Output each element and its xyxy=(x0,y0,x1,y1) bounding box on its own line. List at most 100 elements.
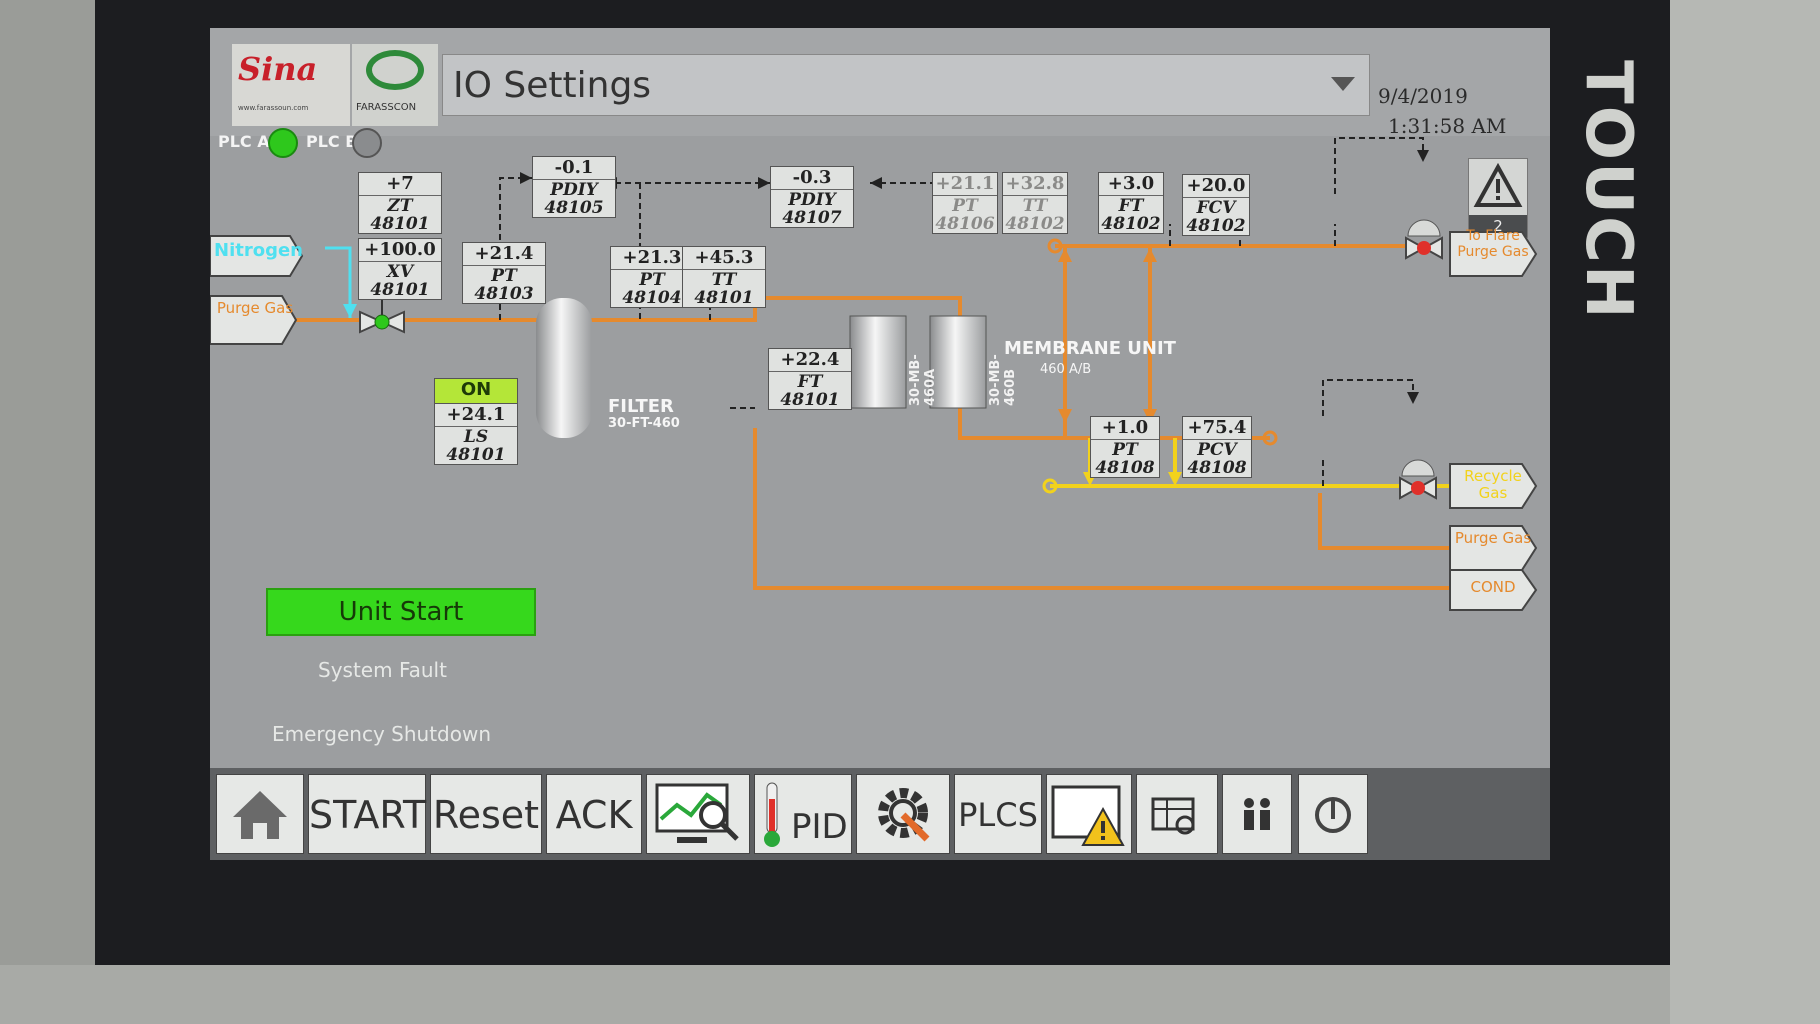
date-display: 9/4/2019 xyxy=(1378,84,1468,108)
to-flare-stream: To Flare Purge Gas xyxy=(1457,228,1529,260)
ls-state-badge: ON xyxy=(435,379,517,404)
tag-value: +21.4 xyxy=(463,243,545,266)
tag-number: 48108 xyxy=(1187,458,1247,478)
power-icon xyxy=(1315,797,1351,833)
tag-name: TT xyxy=(711,270,737,290)
start-button-label: START xyxy=(309,793,427,837)
ack-button[interactable]: ACK xyxy=(546,774,642,854)
tag-ft48101[interactable]: +22.4 FT 48101 xyxy=(768,348,852,410)
recycle-gas-stream: Recycle Gas xyxy=(1464,467,1522,502)
tag-number: 48108 xyxy=(1095,458,1155,478)
start-button[interactable]: START xyxy=(308,774,426,854)
tag-number: 48101 xyxy=(780,390,840,410)
trend-icon xyxy=(655,783,739,843)
alarm-button[interactable]: 2 xyxy=(1468,158,1528,238)
tag-value: +1.0 xyxy=(1091,417,1159,440)
tag-value: +3.0 xyxy=(1099,173,1163,196)
membrane-unit-sub: 460 A/B xyxy=(1040,362,1092,377)
tag-number: 48103 xyxy=(474,284,534,304)
io-table-icon xyxy=(1151,797,1195,835)
tag-number: 48104 xyxy=(622,288,682,308)
emergency-shutdown-status: Emergency Shutdown xyxy=(272,722,492,746)
users-icon xyxy=(1244,798,1270,830)
tag-fcv48102[interactable]: +20.0 FCV 48102 xyxy=(1182,174,1250,236)
purge-gas-in-stream: Purge Gas xyxy=(216,299,294,317)
users-button[interactable] xyxy=(1222,774,1292,854)
farasscon-logo-icon xyxy=(366,50,424,90)
power-button[interactable] xyxy=(1298,774,1368,854)
dropdown-arrow-icon[interactable] xyxy=(1331,77,1355,91)
tag-value: +7 xyxy=(359,173,441,196)
process-diagram xyxy=(210,137,1538,611)
tag-name: PT xyxy=(639,270,665,290)
screen-selector[interactable]: IO Settings xyxy=(442,54,1370,116)
tag-xv48101[interactable]: +100.0 XV 48101 xyxy=(358,238,442,300)
frame-left xyxy=(0,0,95,1024)
tag-number: 48101 xyxy=(370,280,430,300)
plc-b-led xyxy=(352,128,382,158)
io-table-button[interactable] xyxy=(1136,774,1218,854)
farasscon-logo-text: FARASSCON xyxy=(356,102,417,113)
tag-zt48101[interactable]: +7 ZT 48101 xyxy=(358,172,442,234)
time-display: 1:31:58 AM xyxy=(1388,114,1507,138)
tag-pcv48108[interactable]: +75.4 PCV 48108 xyxy=(1182,416,1252,478)
tag-name: PT xyxy=(952,196,978,216)
pid-button-label: PID xyxy=(791,807,848,847)
alarm-window-button[interactable] xyxy=(1046,774,1132,854)
tag-name: FT xyxy=(797,372,823,392)
tag-tt48101[interactable]: +45.3 TT 48101 xyxy=(682,246,766,308)
tag-value: +32.8 xyxy=(1003,173,1067,196)
tag-pt48103[interactable]: +21.4 PT 48103 xyxy=(462,242,546,304)
trend-button[interactable] xyxy=(646,774,750,854)
tag-value: +22.4 xyxy=(769,349,851,372)
nitrogen-stream: Nitrogen xyxy=(214,240,303,261)
tag-value: -0.1 xyxy=(533,157,615,180)
vessel-a-label: 30-MB-460A xyxy=(908,354,938,406)
tag-pt48104[interactable]: +21.3 PT 48104 xyxy=(610,246,694,308)
frame-right xyxy=(1670,0,1820,1024)
thermometer-icon xyxy=(764,782,780,847)
tag-name: TT xyxy=(1022,196,1048,216)
tag-pdiy48107[interactable]: -0.3 PDIY 48107 xyxy=(770,166,854,228)
reset-button[interactable]: Reset xyxy=(430,774,542,854)
tag-number: 48102 xyxy=(1005,214,1065,234)
tag-value: +45.3 xyxy=(683,247,765,270)
plc-a-label: PLC A xyxy=(218,132,270,151)
sina-logo-sub: www.farassoun.com xyxy=(238,104,309,112)
pid-button[interactable]: PID xyxy=(754,774,852,854)
farasscon-logo: FARASSCON xyxy=(352,44,438,126)
tag-name: XV xyxy=(386,262,414,282)
reset-button-label: Reset xyxy=(432,793,540,837)
tag-value: +24.1 xyxy=(435,404,517,427)
page-title: IO Settings xyxy=(453,65,652,106)
frame-bottom xyxy=(0,965,1820,1024)
filter-label: FILTER xyxy=(608,396,674,417)
tag-ft48102[interactable]: +3.0 FT 48102 xyxy=(1098,172,1164,234)
tag-value: +20.0 xyxy=(1183,175,1249,198)
tag-number: 48105 xyxy=(544,198,604,218)
plcs-button[interactable]: PLCS xyxy=(954,774,1042,854)
tag-name: FT xyxy=(1118,196,1144,216)
tag-number: 48101 xyxy=(446,445,506,465)
home-icon xyxy=(233,791,287,839)
tag-ls48101[interactable]: ON +24.1 LS 48101 xyxy=(434,378,518,465)
plc-a-led xyxy=(268,128,298,158)
vessel-b-label: 30-MB-460B xyxy=(988,354,1018,406)
tag-name: FCV xyxy=(1196,198,1236,218)
tag-value: +21.1 xyxy=(933,173,997,196)
settings-button[interactable] xyxy=(856,774,950,854)
sina-logo: Sina www.farassoun.com xyxy=(232,44,350,126)
tag-pt48106[interactable]: +21.1 PT 48106 xyxy=(932,172,998,234)
tag-number: 48106 xyxy=(935,214,995,234)
tag-tt48102[interactable]: +32.8 TT 48102 xyxy=(1002,172,1068,234)
tag-pdiy48105[interactable]: -0.1 PDIY 48105 xyxy=(532,156,616,218)
gear-wrench-icon xyxy=(878,788,930,842)
tag-pt48108[interactable]: +1.0 PT 48108 xyxy=(1090,416,1160,478)
unit-start-button[interactable]: Unit Start xyxy=(266,588,536,636)
tag-number: 48102 xyxy=(1186,216,1246,236)
membrane-unit-label: MEMBRANE UNIT xyxy=(1004,338,1176,359)
tag-name: PCV xyxy=(1197,440,1237,460)
tag-number: 48102 xyxy=(1101,214,1161,234)
sina-logo-text: Sina xyxy=(238,50,318,88)
home-button[interactable] xyxy=(216,774,304,854)
